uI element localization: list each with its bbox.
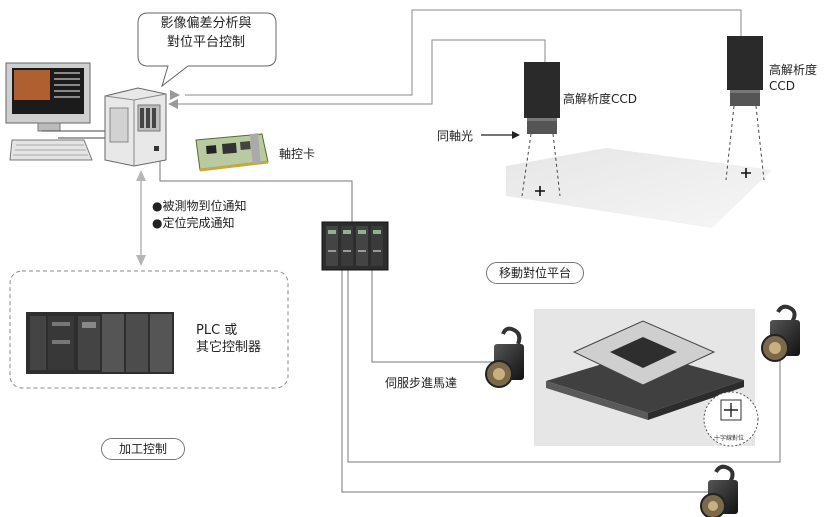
crosshair-label: 十字線對位 <box>714 435 745 442</box>
inspection-plane <box>506 148 772 228</box>
ccd-left-label: 高解析度CCD <box>563 92 637 106</box>
notification-item: ●被測物到位通知 <box>152 198 247 215</box>
process-control-pill: 加工控制 <box>101 438 185 460</box>
callout-line-2: 對位平台控制 <box>166 35 245 50</box>
keyboard-icon <box>9 139 93 161</box>
callout-text: 影像偏差分析與 對位平台控制 <box>140 14 272 52</box>
axis-card-label: 軸控卡 <box>279 147 316 161</box>
plc-hardware-icon <box>26 312 174 374</box>
notification-item: ●定位完成通知 <box>152 215 247 232</box>
callout-bubble <box>137 12 277 88</box>
plc-label: PLC 或 其它控制器 <box>196 322 261 356</box>
platform-title-pill: 移動對位平台 <box>486 262 584 284</box>
ccd-right-label-line-1: 高解析度 <box>769 63 818 77</box>
alignment-platform-photo <box>534 309 755 446</box>
cable-left-ccd <box>172 39 546 105</box>
cable-driver-to-left-motor <box>371 270 495 363</box>
servo-motor-right-icon <box>761 304 800 362</box>
cable-driver-to-right-motor <box>347 270 781 463</box>
ccd-camera-right-icon <box>725 36 765 181</box>
ccd-cables <box>168 9 742 109</box>
plc-label-line-1: PLC 或 <box>196 323 238 338</box>
pc-plc-arrow <box>136 170 146 266</box>
crosshair-inset-icon <box>703 391 759 447</box>
axis-card-icon <box>195 133 269 172</box>
servo-motor-label: 伺服步進馬達 <box>385 376 458 390</box>
servo-motor-left-icon <box>485 326 524 388</box>
bullet-icon: ● <box>152 216 163 230</box>
bullet-icon: ● <box>152 199 163 213</box>
cable-driver-to-bottom-motor <box>341 270 712 493</box>
cable-pc-to-driver <box>159 160 353 223</box>
coaxial-light-arrow <box>481 131 520 139</box>
notification-text: 定位完成通知 <box>162 216 235 230</box>
plc-dashed-frame <box>9 270 289 389</box>
plc-label-line-2: 其它控制器 <box>196 340 262 355</box>
notification-text: 被測物到位通知 <box>162 199 247 213</box>
callout-line-1: 影像偏差分析與 <box>160 16 252 31</box>
servo-driver-icon <box>321 221 389 271</box>
ccd-right-label-line-2: CCD <box>769 79 795 93</box>
notification-list: ●被測物到位通知 ●定位完成通知 <box>152 198 247 232</box>
ccd-right-label: 高解析度 CCD <box>769 62 817 94</box>
coaxial-light-label: 同軸光 <box>437 129 474 143</box>
driver-cables <box>159 160 781 493</box>
cable-right-ccd <box>185 9 742 96</box>
monitor-icon <box>5 62 91 132</box>
pc-tower-icon <box>104 87 167 167</box>
ccd-camera-left-icon <box>521 62 561 197</box>
servo-motor-bottom-icon <box>700 464 738 517</box>
